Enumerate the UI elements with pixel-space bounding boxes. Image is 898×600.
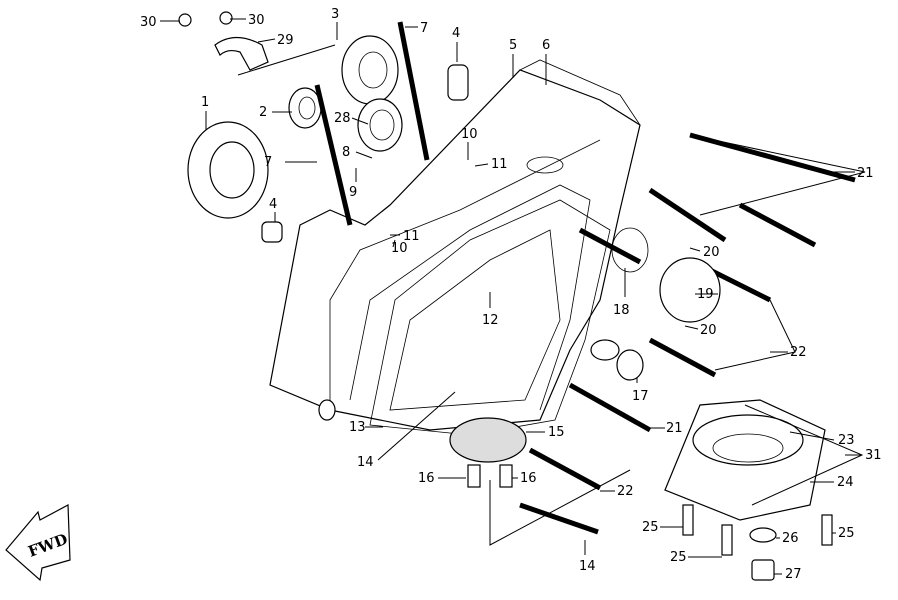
callout-17: 17 bbox=[632, 389, 649, 404]
bearing-18 bbox=[611, 227, 649, 273]
bearing-3 bbox=[341, 35, 399, 105]
callout-30: 30 bbox=[248, 13, 265, 28]
callout-8: 8 bbox=[342, 145, 350, 160]
callout-2: 2 bbox=[259, 105, 267, 120]
callout-12: 12 bbox=[482, 313, 499, 328]
callout-3: 3 bbox=[331, 7, 339, 22]
callout-25: 25 bbox=[642, 520, 659, 535]
callout-13: 13 bbox=[349, 420, 366, 435]
clip-29 bbox=[214, 36, 269, 71]
strainer-15 bbox=[449, 417, 527, 463]
cover-assembly bbox=[664, 399, 826, 521]
dowel-4 bbox=[447, 64, 469, 101]
callout-4: 4 bbox=[269, 197, 277, 212]
callout-21: 21 bbox=[666, 421, 683, 436]
callout-23: 23 bbox=[838, 433, 855, 448]
callout-22: 22 bbox=[617, 484, 634, 499]
callout-16: 16 bbox=[418, 471, 435, 486]
bolt-25b bbox=[721, 524, 733, 556]
callout-11: 11 bbox=[491, 157, 508, 172]
bolt-16 bbox=[467, 464, 481, 488]
callout-27: 27 bbox=[785, 567, 802, 582]
seal-19 bbox=[659, 257, 721, 323]
callout-29: 29 bbox=[277, 33, 294, 48]
leader-line-29 bbox=[257, 38, 276, 43]
callout-7: 7 bbox=[420, 21, 428, 36]
callout-25: 25 bbox=[838, 526, 855, 541]
callout-14: 14 bbox=[579, 559, 596, 574]
bracket-3 bbox=[237, 44, 336, 76]
callout-10: 10 bbox=[391, 241, 408, 256]
callout-14: 14 bbox=[357, 455, 374, 470]
callout-22: 22 bbox=[790, 345, 807, 360]
callout-1: 1 bbox=[201, 95, 209, 110]
bracket-21 bbox=[689, 134, 866, 216]
bolt-25c bbox=[821, 514, 833, 546]
screw-30 bbox=[178, 13, 192, 27]
bearing-17 bbox=[616, 349, 644, 381]
callout-15: 15 bbox=[548, 425, 565, 440]
leader-line-20 bbox=[689, 247, 701, 252]
callout-7: 7 bbox=[264, 155, 272, 170]
leader-line-28 bbox=[351, 117, 369, 125]
drain-plug-27 bbox=[751, 559, 775, 581]
leader-line-8 bbox=[355, 151, 373, 159]
leader-lines bbox=[160, 18, 862, 575]
callout-21: 21 bbox=[857, 166, 874, 181]
stud-7b bbox=[397, 21, 430, 161]
leader-line-10 bbox=[392, 239, 396, 248]
callout-25: 25 bbox=[670, 550, 687, 565]
stud-7 bbox=[314, 84, 353, 226]
callout-16: 16 bbox=[520, 471, 537, 486]
bearing-1 bbox=[187, 121, 269, 219]
bracket-14 bbox=[489, 469, 631, 546]
screw-30b bbox=[219, 11, 233, 25]
callout-11: 11 bbox=[403, 229, 420, 244]
leader-line-14 bbox=[377, 391, 456, 461]
bolt-25 bbox=[682, 504, 694, 536]
bolts-right bbox=[519, 132, 856, 535]
callout-6: 6 bbox=[542, 38, 550, 53]
bracket-22 bbox=[714, 299, 796, 371]
callout-4: 4 bbox=[452, 26, 460, 41]
bolt-16b bbox=[499, 464, 513, 488]
leader-line-11 bbox=[474, 163, 489, 167]
washer-26 bbox=[749, 527, 777, 543]
callout-31: 31 bbox=[865, 448, 882, 463]
callout-28: 28 bbox=[334, 111, 351, 126]
callout-18: 18 bbox=[613, 303, 630, 318]
callout-9: 9 bbox=[349, 185, 357, 200]
leader-line-20 bbox=[684, 325, 699, 330]
callout-20: 20 bbox=[703, 245, 720, 260]
bearing-2 bbox=[288, 87, 322, 129]
callout-30: 30 bbox=[140, 15, 157, 30]
forward-arrow-icon: FWD bbox=[5, 504, 71, 582]
dowel-4b bbox=[261, 221, 283, 243]
callout-26: 26 bbox=[782, 531, 799, 546]
callout-10: 10 bbox=[461, 127, 478, 142]
leader-line-23 bbox=[789, 431, 835, 441]
crankcase-half bbox=[269, 59, 641, 431]
callout-5: 5 bbox=[509, 38, 517, 53]
oil-seal-28 bbox=[357, 98, 403, 152]
callout-20: 20 bbox=[700, 323, 717, 338]
callout-24: 24 bbox=[837, 475, 854, 490]
